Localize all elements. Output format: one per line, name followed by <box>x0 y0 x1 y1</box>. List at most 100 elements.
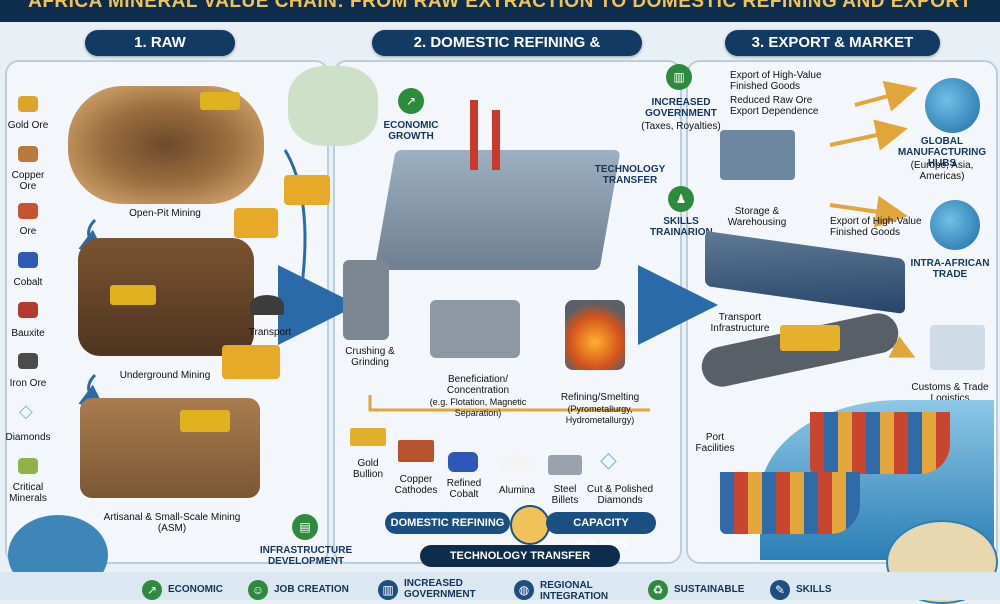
page-title: AFRICA MINERAL VALUE CHAIN: FROM RAW EXT… <box>28 0 972 12</box>
product-alumina: Alumina <box>498 485 536 496</box>
label-smelting: Refining/Smelting <box>560 392 640 403</box>
label-crushing: Crushing & Grinding <box>345 346 395 368</box>
label-gov-note: (Taxes, Royalties) <box>641 121 721 132</box>
mineral-critical-minerals: Critical Minerals <box>9 482 47 504</box>
label-global-hubs: GLOBAL MANUFACTURING HUBS <box>897 136 987 169</box>
mineral-iron-ore: Iron Ore <box>9 378 47 389</box>
mineral-bauxite: Bauxite <box>11 328 45 339</box>
footer-bar <box>0 572 1000 600</box>
arrow-up-top <box>854 80 918 112</box>
alumina-icon <box>500 455 534 471</box>
capacity-building-icon <box>510 505 550 545</box>
gold-bullion-icon <box>350 428 386 446</box>
label-skills-training: SKILLS TRAINARION <box>650 216 713 238</box>
haul-truck-icon <box>222 345 280 379</box>
label-economic-growth: ECONOMIC GROWTH <box>383 120 439 142</box>
title-bar <box>0 0 1000 22</box>
label-intra-african: INTRA-AFRICAN TRADE <box>910 258 990 280</box>
footer-economic: ECONOMIC <box>168 584 223 595</box>
band-domestic-refining: DOMESTIC REFINING <box>385 512 510 534</box>
mineral-gold-ore: Gold Ore <box>7 120 49 131</box>
band-technology-transfer: TECHNOLOGY TRANSFER <box>420 545 620 567</box>
dump-truck-icon <box>284 175 330 205</box>
label-artisanal-mining: Artisanal & Small-Scale Mining (ASM) <box>103 512 241 534</box>
bauxite-icon <box>18 302 38 318</box>
label-transport-infra: Transport Infrastructure <box>710 312 770 334</box>
africa-globe-icon <box>930 200 980 250</box>
product-gold-bullion: Gold Bullion <box>352 458 384 480</box>
crusher-illustration <box>343 260 389 340</box>
mineral-diamonds: Diamonds <box>5 432 51 443</box>
training-icon: ✎ <box>770 580 790 600</box>
label-infrastructure: INFRASTRUCTURE DEVELOPMENT <box>259 545 353 567</box>
bullet-reduced-raw-ore: Reduced Raw Ore Export Dependence <box>730 95 819 117</box>
iron-ore-icon <box>18 353 38 369</box>
cargo-truck-icon <box>780 325 840 351</box>
digger-icon <box>180 410 230 432</box>
skills-icon: ♟ <box>668 186 694 212</box>
globe-icon: ◍ <box>514 580 534 600</box>
loader-icon <box>110 285 156 305</box>
product-polished-diamonds: Cut & Polished Diamonds <box>586 484 654 506</box>
mineral-ore: Ore <box>19 226 37 237</box>
label-port-facilities: Port Facilities <box>695 432 735 454</box>
footer-increased-government: INCREASED GOVERNMENT <box>404 578 476 600</box>
ore-icon <box>18 203 38 219</box>
band-capacity-building: CAPACITY BUILDING <box>546 512 656 551</box>
diamond-icon: ◇ <box>19 401 33 421</box>
arrow-to-intra <box>829 195 908 228</box>
product-copper-cathodes: Copper Cathodes <box>394 474 438 496</box>
copper-ore-icon <box>18 146 38 162</box>
government-icon: ▥ <box>666 64 692 90</box>
flotation-cell-illustration <box>430 300 520 358</box>
label-smelting-note: (Pyrometallurgy, Hydrometallurgy) <box>565 404 635 425</box>
label-technology-transfer: TECHNOLOGY TRANSFER <box>594 164 666 186</box>
section-domestic-refining: 2. DOMESTIC REFINING & PROCESSING <box>372 30 642 77</box>
customs-officers-illustration <box>930 325 985 370</box>
label-global-note: (Europe, Asia, Americas) <box>910 160 974 182</box>
label-underground-mining: Underground Mining <box>119 370 211 381</box>
bullet-export-finished-goods: Export of High-Value Finished Goods <box>730 70 822 92</box>
underground-mine-illustration <box>78 238 254 356</box>
product-refined-cobalt: Refined Cobalt <box>446 478 482 500</box>
smokestack-icon-2 <box>492 110 500 170</box>
mineral-copper-ore: Copper Ore <box>11 170 45 192</box>
label-transport: Transport <box>248 327 292 338</box>
gold-ore-icon <box>18 96 38 112</box>
product-steel-billets: Steel Billets <box>551 484 579 506</box>
dump-truck-icon-2 <box>234 208 278 238</box>
africa-map-top-illustration <box>288 66 378 146</box>
steel-billets-icon <box>548 455 582 475</box>
copper-cathodes-icon <box>398 440 434 462</box>
label-customs: Customs & Trade Logistics <box>911 382 989 404</box>
growth-icon: ↗ <box>142 580 162 600</box>
arrow-transport-down <box>283 149 315 306</box>
container-ship-icon-2 <box>720 472 860 534</box>
excavator-icon <box>200 92 240 110</box>
infrastructure-icon: ▤ <box>292 514 318 540</box>
economic-growth-icon: ↗ <box>398 88 424 114</box>
footer-sustainable: SUSTAINABLE <box>674 584 745 595</box>
government-icon: ▥ <box>378 580 398 600</box>
artisanal-mine-illustration <box>80 398 260 498</box>
warehouse-illustration <box>720 130 795 180</box>
cobalt-icon <box>18 252 38 268</box>
footer-regional-integration: REGIONAL INTEGRATION <box>540 580 609 602</box>
smelter-furnace-illustration <box>565 300 625 370</box>
ore-pile-icon <box>250 295 284 315</box>
label-beneficiation-note: (e.g. Flotation, Magnetic Separation) <box>429 397 527 418</box>
global-globe-icon <box>925 78 980 133</box>
footer-skills: SKILLS <box>796 584 832 595</box>
recycle-icon: ♻ <box>648 580 668 600</box>
container-ship-icon <box>810 412 950 474</box>
label-open-pit-mining: Open-Pit Mining <box>129 208 201 219</box>
polished-diamond-icon: ◇ <box>600 447 617 472</box>
label-beneficiation: Beneficiation/ Concentration <box>446 374 510 396</box>
smokestack-icon <box>470 100 478 170</box>
label-storage: Storage & Warehousing <box>727 206 787 228</box>
critical-minerals-icon <box>18 458 38 474</box>
footer-job-creation: JOB CREATION <box>274 584 349 595</box>
arrow-to-global <box>829 119 908 151</box>
mineral-cobalt: Cobalt <box>13 277 43 288</box>
